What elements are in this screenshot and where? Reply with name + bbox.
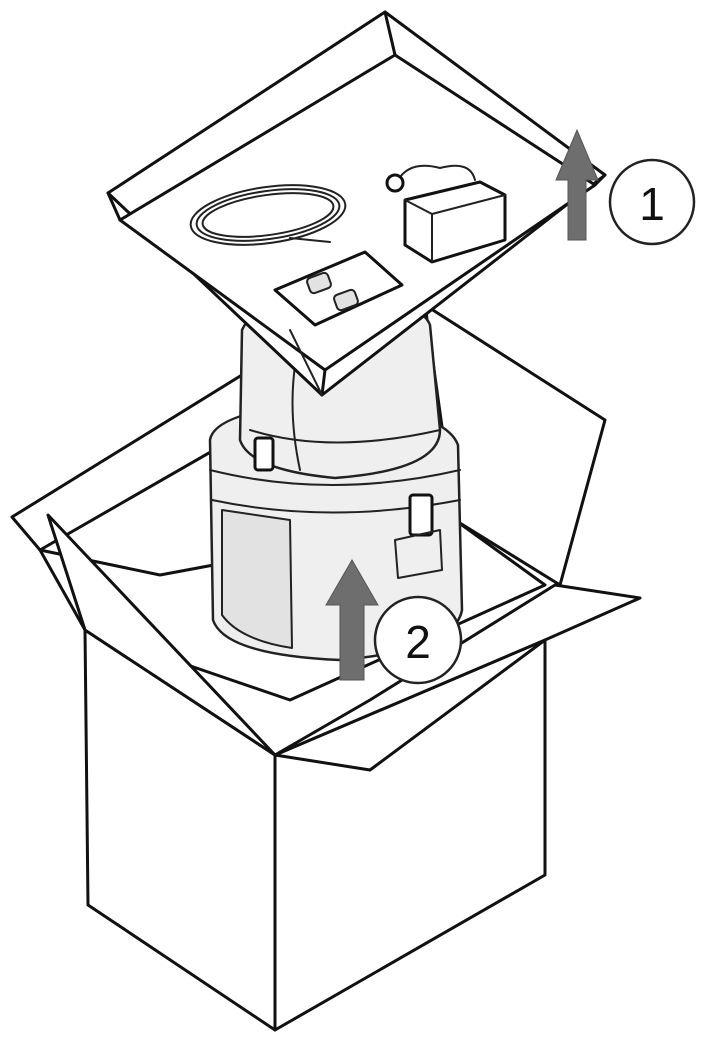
box-front [46, 513, 642, 1032]
callout-circle-2 [373, 595, 463, 685]
device-side-panel [221, 509, 293, 649]
latch-left [253, 436, 275, 472]
latch-right [408, 493, 434, 537]
cable-coil [189, 184, 347, 246]
connector-plug [385, 173, 405, 193]
callout-label-1: 1 [639, 178, 665, 230]
box-front-left-flap [46, 513, 277, 757]
callout-circle-1 [608, 158, 696, 246]
accessory-tray [106, 10, 607, 397]
box-front-right-flap [273, 583, 642, 757]
connector-card [273, 250, 404, 327]
device-handle [394, 529, 443, 579]
step-1: 1 [555, 128, 696, 246]
up-arrow-icon [325, 559, 379, 681]
power-supply [385, 164, 507, 264]
tray-top [118, 53, 597, 372]
step-2: 2 [325, 559, 463, 685]
callout-label-2: 2 [405, 616, 431, 668]
up-arrow-icon [555, 128, 599, 241]
